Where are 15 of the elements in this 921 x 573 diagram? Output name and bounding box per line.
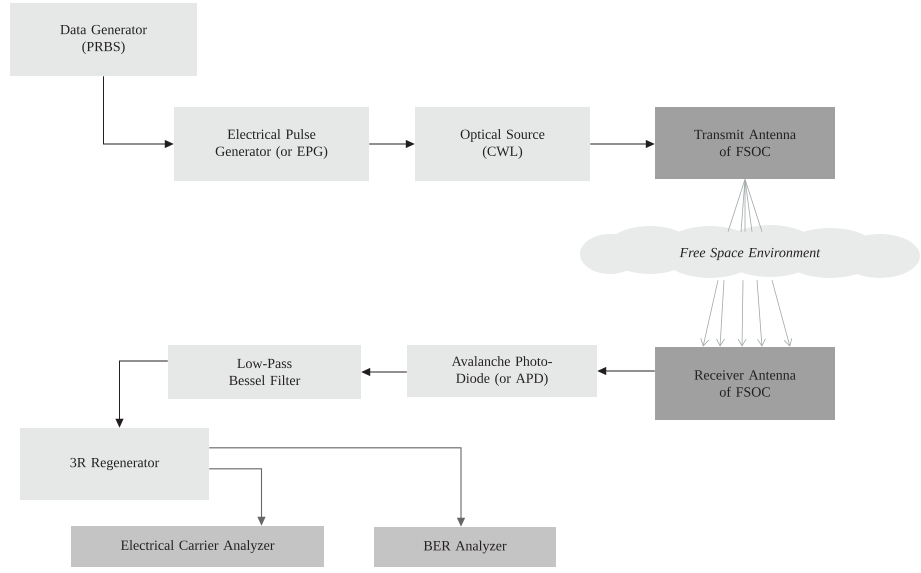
- process-box: 3R Regenerator: [20, 428, 209, 500]
- arrow: [738, 280, 747, 347]
- process-box: Electrical Carrier Analyzer: [71, 526, 324, 567]
- process-box: Transmit Antenna of FSOC: [655, 107, 835, 179]
- process-box: Electrical Pulse Generator (or EPG): [174, 107, 369, 181]
- process-box: Low-Pass Bessel Filter: [168, 345, 361, 399]
- arrow: [756, 280, 766, 347]
- process-box: Avalanche Photo-Diode (or APD): [407, 345, 597, 397]
- process-box: Receiver Antenna of FSOC: [655, 347, 835, 420]
- process-box: Optical Source (CWL): [415, 107, 590, 181]
- process-box: BER Analyzer: [374, 527, 556, 567]
- arrow: [700, 280, 718, 347]
- arrow: [716, 280, 725, 347]
- arrow: [772, 280, 792, 347]
- process-box: Data Generator (PRBS): [10, 3, 197, 76]
